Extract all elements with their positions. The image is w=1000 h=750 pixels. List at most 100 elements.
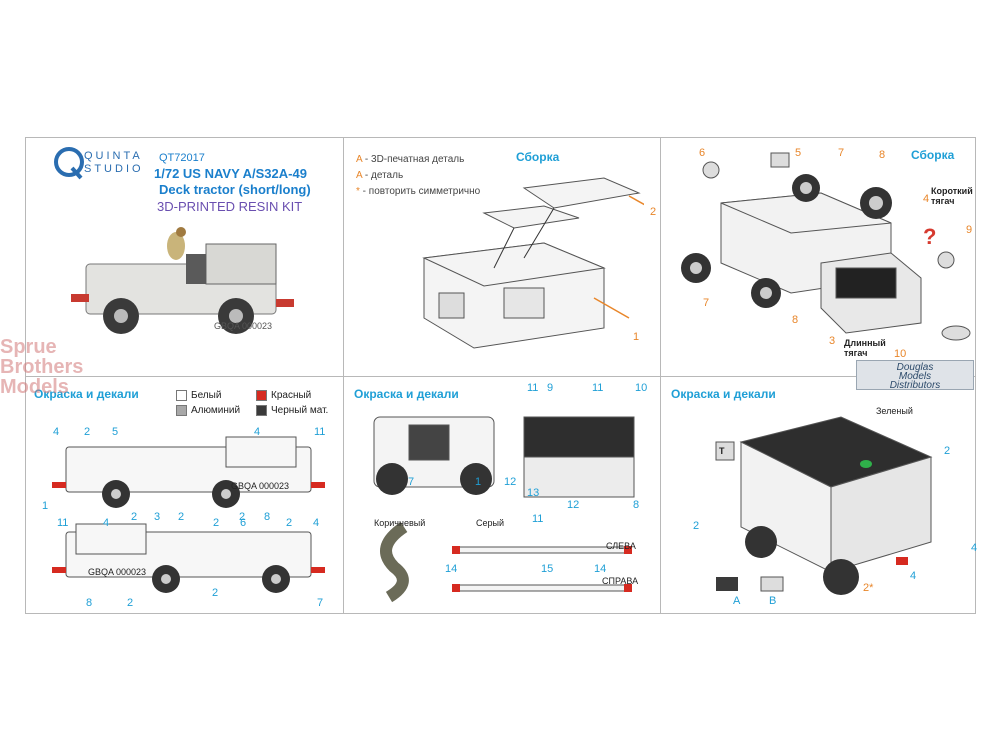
registration-top: GBQA 000023 bbox=[231, 481, 290, 491]
label-bottom-11: 11 bbox=[57, 517, 69, 529]
kit-title-line1: 1/72 US NAVY A/S32A-49 bbox=[154, 166, 307, 181]
divider-vertical-1 bbox=[343, 138, 344, 613]
divider-horizontal bbox=[26, 376, 975, 377]
decal-b-label: B bbox=[769, 595, 777, 607]
label-top-2d: 2 bbox=[239, 511, 246, 523]
long-tow-label: Длинный тягач bbox=[844, 338, 886, 358]
kit-title-line2: Deck tractor (short/long) bbox=[159, 182, 311, 197]
label-2b: 2 bbox=[693, 520, 700, 532]
panel-painting-2: Окраска и декали 11 9 11 10 7 1 12 13 12 bbox=[344, 377, 660, 615]
quinta-logo-icon bbox=[54, 147, 84, 180]
label-part-7-top: 7 bbox=[838, 147, 845, 159]
label-13: 13 bbox=[527, 487, 540, 499]
label-bottom-2b: 2 bbox=[286, 517, 293, 529]
panel-painting-1: Окраска и декали Белый Красный Алюминий … bbox=[26, 377, 343, 615]
label-part-4: 4 bbox=[923, 193, 930, 205]
assembly-title-2: Сборка bbox=[911, 148, 955, 162]
side-left-label: СЛЕВА bbox=[606, 541, 636, 551]
label-part-2: 2 bbox=[650, 206, 657, 218]
swatch-aluminium bbox=[176, 405, 187, 416]
label-4b: 4 bbox=[910, 570, 917, 582]
label-part-8-top: 8 bbox=[879, 149, 886, 161]
label-part-7-bottom: 7 bbox=[703, 297, 710, 309]
short-tow-label: Короткий тягач bbox=[931, 186, 973, 206]
watermark: Sprue Brothers Models bbox=[0, 337, 83, 397]
painting-3-diagram bbox=[715, 416, 933, 595]
label-bottom-8: 8 bbox=[86, 597, 93, 609]
label-15: 15 bbox=[541, 563, 554, 575]
label-12a: 12 bbox=[504, 476, 517, 488]
label-top-3: 3 bbox=[154, 511, 161, 523]
label-11b: 11 bbox=[592, 382, 604, 394]
paint-legend: Белый Красный Алюминий Черный мат. bbox=[176, 389, 343, 417]
label-bottom-2c: 2 bbox=[127, 597, 134, 609]
legend-item-repeat: * - повторить симметрично bbox=[356, 186, 481, 197]
label-top-4b: 4 bbox=[254, 426, 261, 438]
photo-registration: GBQA 000023 bbox=[214, 321, 273, 331]
label-part-10: 10 bbox=[894, 348, 907, 360]
painting-side-views bbox=[52, 436, 325, 593]
color-grey-label: Серый bbox=[476, 518, 505, 528]
registration-bottom: GBQA 000023 bbox=[88, 567, 147, 577]
legend-item-printed: A - 3D-печатная деталь bbox=[356, 154, 465, 165]
label-2-star: 2* bbox=[863, 582, 874, 594]
label-top-11: 11 bbox=[314, 426, 326, 438]
decal-a-label: A bbox=[733, 595, 741, 607]
label-part-8-bottom: 8 bbox=[792, 314, 799, 326]
label-bottom-2a: 2 bbox=[213, 517, 220, 529]
panel-assembly-2: Сборка 6 5 7 8 4 Короткий тягач ? 9 7 8 bbox=[661, 138, 977, 376]
swatch-red bbox=[256, 390, 267, 401]
label-part-3: 3 bbox=[829, 335, 836, 347]
label-part-9: 9 bbox=[966, 224, 973, 236]
panel-assembly-1: A - 3D-печатная деталь A - деталь * - по… bbox=[344, 138, 660, 376]
label-9: 9 bbox=[547, 382, 554, 394]
label-top-2b: 2 bbox=[131, 511, 138, 523]
label-top-5: 5 bbox=[112, 426, 119, 438]
assembly-1-diagram bbox=[422, 177, 644, 349]
paint-aluminium: Алюминий bbox=[176, 404, 256, 417]
question-mark: ? bbox=[923, 224, 937, 249]
label-top-2a: 2 bbox=[84, 426, 91, 438]
label-8: 8 bbox=[633, 499, 640, 511]
label-top-2c: 2 bbox=[178, 511, 185, 523]
tractor-photo bbox=[71, 227, 294, 334]
panel-kit-info: QUINTA STUDIO QT72017 1/72 US NAVY A/S32… bbox=[26, 138, 343, 376]
label-bottom-4b: 4 bbox=[313, 517, 320, 529]
distributor-line1: Douglas bbox=[896, 362, 934, 373]
painting-title-3: Окраска и декали bbox=[671, 387, 776, 401]
legend: A - 3D-печатная деталь A - деталь * - по… bbox=[356, 152, 480, 200]
paint-red: Красный bbox=[256, 389, 343, 402]
instruction-sheet: QUINTA STUDIO QT72017 1/72 US NAVY A/S32… bbox=[25, 137, 977, 615]
label-14a: 14 bbox=[445, 563, 458, 575]
color-green-label: Зеленый bbox=[876, 406, 913, 416]
panel-painting-3: Окраска и декали T Зеленый 2 2 4 4 2* A … bbox=[661, 377, 977, 615]
painting-title-2: Окраска и декали bbox=[354, 387, 459, 401]
label-top-8: 8 bbox=[264, 511, 271, 523]
label-11a: 11 bbox=[527, 382, 539, 394]
watermark-line2: Brothers bbox=[0, 356, 84, 378]
label-bottom-4a: 4 bbox=[103, 517, 110, 529]
label-top-4a: 4 bbox=[53, 426, 60, 438]
decal-t-label: T bbox=[719, 446, 725, 456]
label-part-5: 5 bbox=[795, 147, 802, 159]
label-10: 10 bbox=[635, 382, 648, 394]
label-part-6: 6 bbox=[699, 147, 706, 159]
swatch-black-matt bbox=[256, 405, 267, 416]
label-14b: 14 bbox=[594, 563, 607, 575]
label-top-1: 1 bbox=[42, 500, 49, 512]
label-bottom-6: 6 bbox=[240, 517, 247, 529]
label-11c: 11 bbox=[532, 513, 544, 525]
label-bottom-2d: 2 bbox=[212, 587, 219, 599]
assembly-title: Сборка bbox=[516, 150, 560, 164]
painting-2-diagram bbox=[373, 416, 635, 603]
label-7: 7 bbox=[408, 476, 415, 488]
watermark-line3: Models bbox=[0, 376, 69, 398]
assembly-2-diagram bbox=[681, 152, 971, 341]
distributor-line3: Distributors bbox=[889, 380, 941, 391]
kit-subtitle: 3D-PRINTED RESIN KIT bbox=[157, 199, 303, 214]
legend-item-part: A - деталь bbox=[356, 170, 404, 181]
side-right-label: СПРАВА bbox=[602, 576, 639, 586]
label-2a: 2 bbox=[944, 445, 951, 457]
distributor-logo: Douglas Models Distributors bbox=[856, 360, 974, 391]
logo-line2: STUDIO bbox=[84, 163, 144, 175]
